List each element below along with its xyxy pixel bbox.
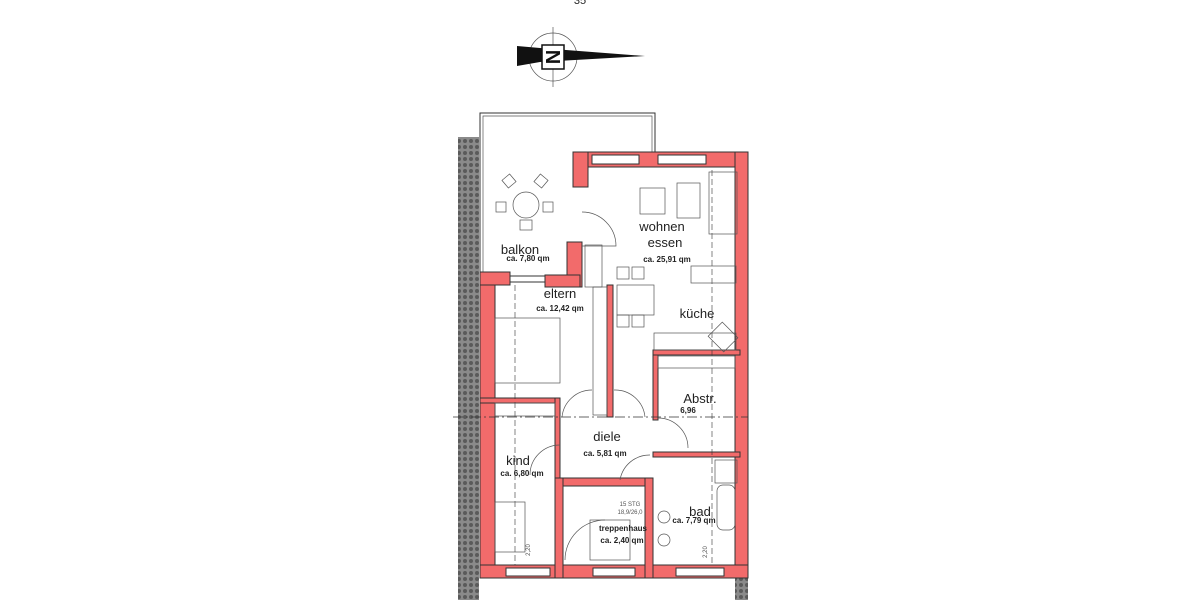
- stairs-ratio: 18,9/26,0: [617, 510, 643, 516]
- room-diele-area: ca. 5,81 qm: [583, 449, 626, 458]
- room-bad-name: bad: [689, 504, 711, 519]
- room-labels: balkon ca. 7,80 qm wohnen essen ca. 25,9…: [500, 219, 716, 558]
- north-arrow-icon: N: [517, 27, 645, 87]
- bad-height-dim: 2,20: [703, 546, 709, 558]
- room-kueche-name: küche: [680, 306, 715, 321]
- furniture: [494, 171, 739, 561]
- north-letter: N: [541, 50, 563, 64]
- balcony-railing: [479, 112, 656, 285]
- room-kind-name: kind: [506, 453, 530, 468]
- room-treppenhaus-name: treppenhaus: [599, 524, 648, 533]
- room-balkon-name: balkon: [501, 242, 539, 257]
- room-abstr-area: 6,96: [680, 406, 696, 415]
- room-treppenhaus-area: ca. 2,40 qm: [600, 536, 643, 545]
- stairs-steps: 15 STG: [620, 502, 641, 508]
- page-number: 35: [574, 0, 586, 7]
- windows: [505, 154, 725, 577]
- neighbor-wall-hatch: [458, 137, 748, 600]
- room-eltern-name: eltern: [544, 286, 577, 301]
- room-abstr-name: Abstr.: [683, 391, 716, 406]
- doors: [529, 211, 689, 481]
- room-diele-name: diele: [593, 429, 620, 444]
- room-essen-name: essen: [648, 235, 683, 250]
- room-balkon-area: ca. 7,80 qm: [506, 254, 549, 263]
- room-wohnen-name: wohnen: [638, 219, 685, 234]
- room-kind-area: ca. 6,80 qm: [500, 469, 543, 478]
- room-wohnen-area: ca. 25,91 qm: [643, 255, 691, 264]
- room-eltern-area: ca. 12,42 qm: [536, 304, 584, 313]
- room-bad-area: ca. 7,79 qm: [672, 516, 715, 525]
- kind-height-dim: 2,20: [526, 544, 532, 556]
